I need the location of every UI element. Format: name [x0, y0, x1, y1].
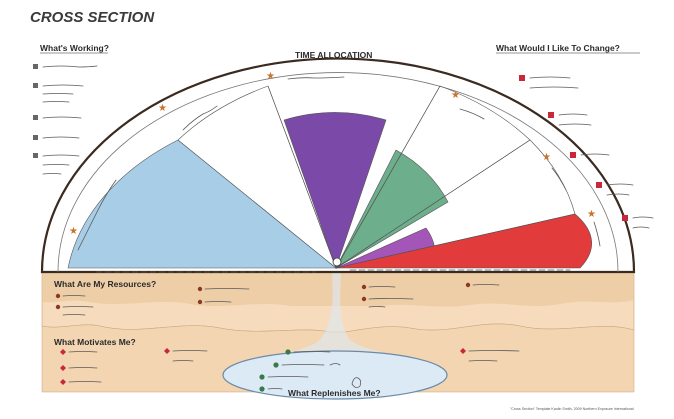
- change-list: [519, 75, 654, 229]
- star-icon: ★: [542, 152, 551, 163]
- root-channel: [245, 272, 430, 368]
- working-list: [33, 64, 98, 175]
- star-icon: ★: [266, 71, 275, 82]
- arc-stars: ★ ★ ★ ★ ★ ★: [69, 71, 596, 237]
- star-icon: ★: [69, 226, 78, 237]
- wedge-blank-4: [335, 139, 576, 269]
- heading-resources: What Are My Resources?: [54, 279, 156, 289]
- heading-motivates: What Motivates Me?: [54, 337, 136, 347]
- star-icon: ★: [451, 90, 460, 101]
- center-seed-icon: [332, 257, 342, 267]
- replenish-pool: [222, 350, 448, 400]
- wedge-green: [335, 149, 449, 269]
- wedge-blank-3: [335, 85, 531, 269]
- page-title: CROSS SECTION: [30, 9, 155, 26]
- resources-items: [55, 282, 500, 316]
- wedge-handwriting: [77, 76, 601, 273]
- motivates-items: [60, 348, 520, 385]
- star-icon: ★: [158, 103, 167, 114]
- heading-replenishes: What Replenishes Me?: [288, 388, 381, 398]
- time-wedges: [67, 85, 593, 269]
- wedge-blue: [67, 139, 337, 269]
- star-icon: ★: [587, 209, 596, 220]
- wedge-red: [335, 213, 593, 269]
- heading-whats-working: What's Working?: [40, 43, 109, 53]
- heading-what-would-i-change: What Would I Like To Change?: [496, 43, 620, 53]
- wedge-purple: [283, 112, 387, 269]
- inner-arc: [57, 72, 619, 273]
- copyright-footer: "Cross Section" Template Kaolin Smith, 2…: [510, 407, 634, 411]
- replenishes-items: [259, 349, 362, 392]
- heading-time-allocation: TIME ALLOCATION: [295, 50, 372, 60]
- wedge-blank-1: [177, 85, 337, 269]
